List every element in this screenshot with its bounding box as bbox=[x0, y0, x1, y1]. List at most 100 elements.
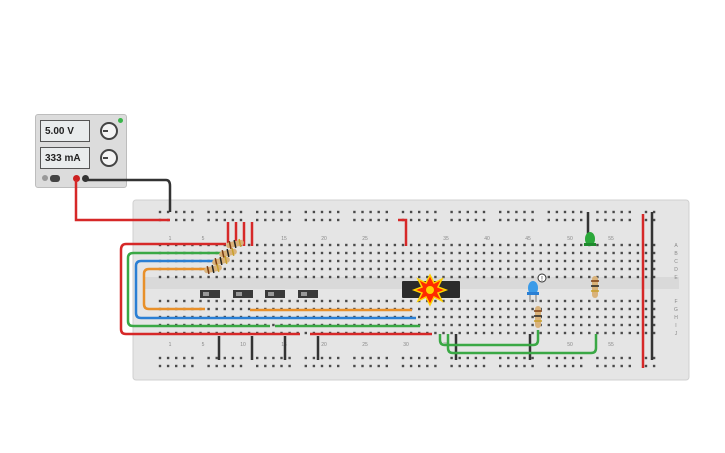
breadboard-hole[interactable] bbox=[264, 356, 267, 360]
breadboard-hole[interactable] bbox=[523, 251, 526, 255]
breadboard-hole[interactable] bbox=[515, 259, 518, 263]
breadboard-hole[interactable] bbox=[474, 307, 478, 311]
breadboard-hole[interactable] bbox=[393, 259, 397, 263]
blue-loop-wire[interactable] bbox=[134, 259, 240, 320]
breadboard-hole[interactable] bbox=[401, 251, 405, 255]
breadboard-hole[interactable] bbox=[580, 364, 583, 368]
breadboard-hole[interactable] bbox=[652, 243, 656, 247]
breadboard-hole[interactable] bbox=[166, 210, 170, 214]
breadboard-hole[interactable] bbox=[401, 275, 405, 279]
breadboard-hole[interactable] bbox=[377, 275, 380, 279]
breadboard-hole[interactable] bbox=[499, 364, 502, 368]
breadboard-hole[interactable] bbox=[499, 299, 502, 303]
breadboard-hole[interactable] bbox=[466, 364, 469, 368]
breadboard-hole[interactable] bbox=[337, 210, 340, 214]
breadboard-hole[interactable] bbox=[418, 307, 421, 311]
breadboard-hole[interactable] bbox=[369, 267, 372, 271]
breadboard-hole[interactable] bbox=[644, 218, 648, 222]
breadboard-hole[interactable] bbox=[612, 331, 615, 335]
breadboard-hole[interactable] bbox=[247, 251, 251, 255]
breadboard-hole[interactable] bbox=[353, 299, 356, 303]
breadboard-hole[interactable] bbox=[652, 364, 656, 368]
breadboard-hole[interactable] bbox=[499, 331, 502, 335]
breadboard-hole[interactable] bbox=[304, 364, 307, 368]
breadboard-hole[interactable] bbox=[604, 323, 607, 327]
breadboard-hole[interactable] bbox=[490, 267, 494, 271]
breadboard-hole[interactable] bbox=[571, 356, 575, 360]
slide-switch-4[interactable] bbox=[298, 290, 318, 298]
breadboard-hole[interactable] bbox=[571, 218, 575, 222]
breadboard-hole[interactable] bbox=[288, 210, 291, 214]
breadboard-hole[interactable] bbox=[409, 364, 413, 368]
breadboard-hole[interactable] bbox=[312, 364, 316, 368]
breadboard-hole[interactable] bbox=[644, 259, 648, 263]
breadboard-hole[interactable] bbox=[442, 243, 445, 247]
breadboard-hole[interactable] bbox=[296, 267, 299, 271]
breadboard-hole[interactable] bbox=[320, 275, 324, 279]
breadboard-hole[interactable] bbox=[652, 251, 656, 255]
breadboard-hole[interactable] bbox=[401, 210, 405, 214]
breadboard-hole[interactable] bbox=[426, 218, 429, 222]
breadboard-hole[interactable] bbox=[288, 243, 291, 247]
breadboard-hole[interactable] bbox=[296, 275, 299, 279]
breadboard-hole[interactable] bbox=[231, 307, 235, 311]
breadboard-hole[interactable] bbox=[272, 364, 275, 368]
breadboard-hole[interactable] bbox=[361, 251, 364, 255]
slide-switch-3[interactable] bbox=[265, 290, 285, 298]
breadboard-hole[interactable] bbox=[328, 259, 332, 263]
breadboard-hole[interactable] bbox=[450, 331, 453, 335]
breadboard-hole[interactable] bbox=[215, 275, 218, 279]
power-switch[interactable] bbox=[50, 175, 60, 182]
breadboard-hole[interactable] bbox=[620, 331, 623, 335]
breadboard-hole[interactable] bbox=[531, 259, 534, 263]
breadboard-hole[interactable] bbox=[231, 356, 235, 360]
breadboard-hole[interactable] bbox=[563, 218, 567, 222]
breadboard-hole[interactable] bbox=[563, 299, 567, 303]
breadboard-hole[interactable] bbox=[247, 243, 251, 247]
breadboard-hole[interactable] bbox=[401, 299, 405, 303]
breadboard-hole[interactable] bbox=[296, 243, 299, 247]
breadboard-hole[interactable] bbox=[458, 275, 461, 279]
breadboard-hole[interactable] bbox=[183, 356, 186, 360]
breadboard-hole[interactable] bbox=[531, 275, 534, 279]
breadboard-hole[interactable] bbox=[555, 210, 559, 214]
breadboard-hole[interactable] bbox=[353, 364, 356, 368]
breadboard-hole[interactable] bbox=[612, 210, 615, 214]
breadboard-hole[interactable] bbox=[523, 259, 526, 263]
breadboard-hole[interactable] bbox=[183, 299, 186, 303]
breadboard-hole[interactable] bbox=[207, 364, 210, 368]
breadboard-hole[interactable] bbox=[247, 259, 251, 263]
breadboard-hole[interactable] bbox=[555, 364, 559, 368]
breadboard-hole[interactable] bbox=[328, 299, 332, 303]
blue-led[interactable] bbox=[527, 281, 539, 302]
breadboard-hole[interactable] bbox=[369, 356, 372, 360]
breadboard-hole[interactable] bbox=[571, 267, 575, 271]
breadboard-hole[interactable] bbox=[264, 210, 267, 214]
breadboard-hole[interactable] bbox=[328, 356, 332, 360]
breadboard-hole[interactable] bbox=[280, 267, 283, 271]
breadboard-hole[interactable] bbox=[596, 243, 599, 247]
breadboard-hole[interactable] bbox=[434, 259, 437, 263]
breadboard-hole[interactable] bbox=[337, 275, 340, 279]
breadboard-hole[interactable] bbox=[458, 307, 461, 311]
breadboard-hole[interactable] bbox=[555, 323, 559, 327]
breadboard-hole[interactable] bbox=[320, 218, 324, 222]
breadboard-hole[interactable] bbox=[328, 364, 332, 368]
breadboard-hole[interactable] bbox=[580, 251, 583, 255]
breadboard-hole[interactable] bbox=[353, 243, 356, 247]
red-loop-wire[interactable] bbox=[119, 242, 300, 336]
breadboard-hole[interactable] bbox=[207, 218, 210, 222]
breadboard-hole[interactable] bbox=[474, 299, 478, 303]
breadboard-hole[interactable] bbox=[369, 210, 372, 214]
breadboard-hole[interactable] bbox=[458, 218, 461, 222]
breadboard-hole[interactable] bbox=[409, 210, 413, 214]
breadboard-hole[interactable] bbox=[426, 251, 429, 255]
breadboard-hole[interactable] bbox=[474, 259, 478, 263]
breadboard-hole[interactable] bbox=[353, 210, 356, 214]
breadboard-hole[interactable] bbox=[183, 210, 186, 214]
breadboard-hole[interactable] bbox=[531, 299, 534, 303]
breadboard-hole[interactable] bbox=[337, 243, 340, 247]
breadboard-hole[interactable] bbox=[620, 307, 623, 311]
breadboard-hole[interactable] bbox=[272, 251, 275, 255]
breadboard-hole[interactable] bbox=[450, 307, 453, 311]
